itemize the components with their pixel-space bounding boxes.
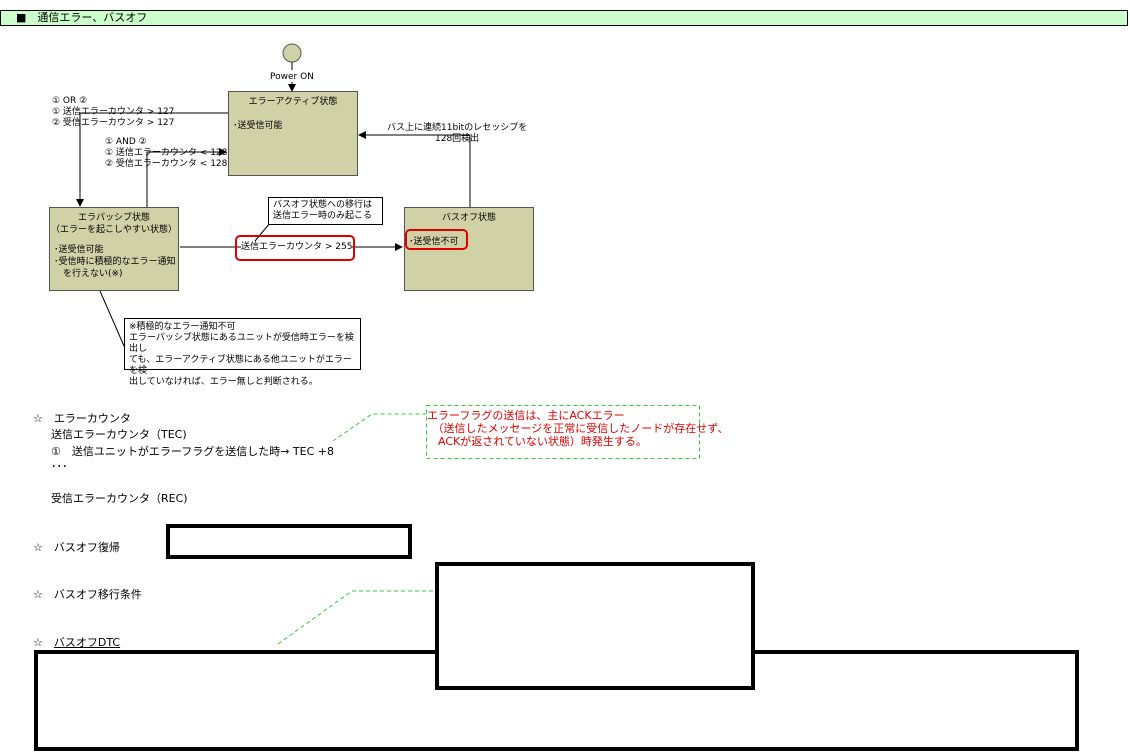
label-active-to-passive: ① OR ② ① 送信エラーカウンタ > 127 ② 受信エラーカウンタ > 1… [52, 96, 175, 128]
error-flag-note: エラーフラグの送信は、主にACKエラー （送信したメッセージを正常に受信したノー… [427, 409, 729, 448]
passive-state-note: ※積極的なエラー通知不可 エラーパッシブ状態にあるユニットが受信時エラーを検出し… [124, 318, 361, 387]
tec-item-1: ① 送信ユニットがエラーフラグを送信した時→ TEC +8 [51, 445, 334, 458]
busoff-transition-note: バスオフ状態への移行は 送信エラー時のみ起こる [268, 197, 383, 225]
arrow-passive-to-active [146, 148, 227, 207]
rec-label: 受信エラーカウンタ（REC) [51, 492, 188, 505]
state-bus-off-desc: ･送受信不可 [409, 237, 459, 247]
error-flag-leader [332, 413, 426, 442]
busoff-dtc-link[interactable]: バスオフDTC [53, 636, 121, 649]
tec-ellipsis: ･･･ [51, 460, 68, 473]
section-error-counter: ☆ エラーカウンタ [33, 412, 131, 425]
busoff-condition-leader [277, 590, 436, 645]
state-error-passive-desc: ･送受信可能 ･受信時に積極的なエラー通知 を行えない(※) [54, 245, 176, 279]
bus-off-desc-highlight [405, 229, 468, 250]
page-title: ■ 通信エラー、バスオフ [16, 11, 148, 24]
state-error-passive-title: エラパッシブ状態 （エラーを起こしやすい状態） [51, 213, 177, 235]
state-error-active-title: エラーアクティブ状態 [248, 97, 338, 107]
busoff-condition-box [435, 562, 755, 690]
busoff-dtc-star: ☆ [33, 636, 54, 649]
section-busoff-dtc: ☆ バスオフDTC [33, 636, 120, 650]
label-busoff-to-active: バス上に連続11bitのレセッシブを 128回検出 [387, 123, 528, 144]
state-error-active: エラーアクティブ状態 ･送受信可能 [228, 91, 358, 176]
arrow-busoff-to-active [358, 131, 471, 207]
arrow-active-to-passive [76, 112, 228, 207]
tec-label: 送信エラーカウンタ（TEC) [51, 428, 187, 441]
passive-note-leader [99, 290, 125, 347]
state-bus-off: バスオフ状態 ･送受信不可 [404, 207, 534, 291]
passive-to-busoff-highlight [235, 235, 355, 261]
section-busoff-recovery: ☆ バスオフ復帰 [33, 541, 120, 554]
busoff-note-leader [254, 222, 271, 242]
label-passive-to-busoff: 送信エラーカウンタ > 255 [241, 242, 353, 253]
state-error-active-desc: ･送受信可能 [233, 121, 283, 131]
header-bar [0, 10, 1128, 26]
error-flag-note-box [426, 405, 700, 459]
state-error-passive: エラパッシブ状態 （エラーを起こしやすい状態） ･送受信可能 ･受信時に積極的な… [49, 207, 179, 291]
section-busoff-condition: ☆ バスオフ移行条件 [33, 588, 142, 601]
state-bus-off-title: バスオフ状態 [441, 213, 496, 223]
busoff-recovery-box [166, 524, 412, 559]
label-passive-to-active: ① AND ② ① 送信エラーカウンタ < 128 ② 受信エラーカウンタ < … [105, 137, 228, 169]
power-on-node [282, 43, 302, 63]
power-on-label: Power ON [270, 72, 314, 82]
